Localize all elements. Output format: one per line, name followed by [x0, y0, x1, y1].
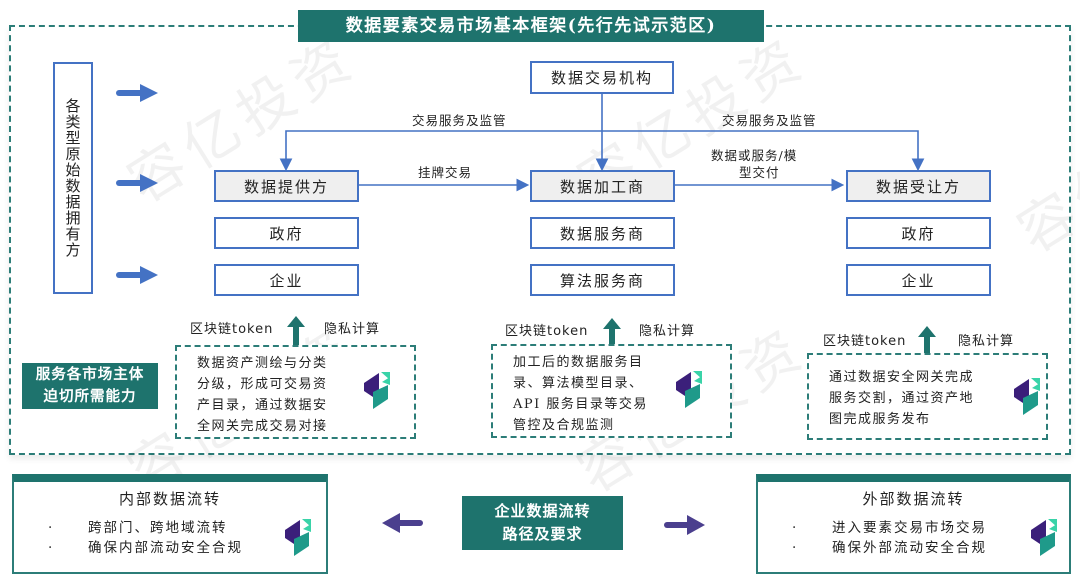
list-item: 跨部门、跨地域流转 — [48, 518, 243, 538]
provider-description: 数据资产测绘与分类 分级，形成可交易资 产目录，通过数据安 全网关完成交易对接 — [197, 353, 328, 437]
blockchain-token-label: 区块链token — [823, 334, 907, 349]
description-line: 录、算法模型目录、 — [513, 376, 644, 391]
arrow-right-icon — [116, 174, 158, 192]
data-recipient-header: 数据受让方 — [846, 170, 991, 202]
service-supervision-line — [285, 130, 919, 168]
internal-flow-title: 内部数据流转 — [118, 490, 221, 508]
column-item: 政府 — [846, 217, 991, 249]
capability-line2: 迫切所需能力 — [43, 388, 137, 405]
raw-data-owners-box: 各类型原始数据拥有方 — [53, 62, 93, 294]
privacy-computing-label: 隐私计算 — [324, 322, 381, 337]
data-processor-header: 数据加工商 — [530, 170, 675, 202]
capability-label: 服务各市场主体 迫切所需能力 — [22, 363, 158, 409]
arrow-right-icon — [664, 515, 705, 535]
column-item: 算法服务商 — [530, 264, 675, 296]
description-line: 全网关完成交易对接 — [197, 419, 328, 434]
column-header-label: 数据加工商 — [559, 177, 645, 196]
column-item-label: 企业 — [269, 271, 304, 290]
description-line: 加工后的数据服务目 — [513, 355, 644, 370]
blockchain-token-label: 区块链token — [505, 324, 589, 339]
raw-data-owners-label: 各类型原始数据拥有方 — [63, 98, 82, 258]
arrow-up-icon — [603, 318, 621, 348]
column-item: 企业 — [214, 264, 359, 296]
processor-description-box: 加工后的数据服务目 录、算法模型目录、 API 服务目录等交易 管控及合规监测 — [491, 344, 732, 438]
delivery-label-line1: 数据或服务/模 — [711, 148, 798, 163]
connector-lines — [279, 93, 925, 192]
description-line: 分级，形成可交易资 — [197, 377, 328, 392]
delivery-label-line2: 型交付 — [739, 165, 780, 180]
diagram-title: 数据要素交易市场基本框架(先行先试示范区) — [298, 10, 764, 42]
data-provider-header: 数据提供方 — [214, 170, 359, 202]
capability-line1: 服务各市场主体 — [35, 366, 145, 383]
column-header-label: 数据受让方 — [875, 177, 961, 196]
brand-logo-icon — [1031, 519, 1057, 556]
privacy-computing-label: 隐私计算 — [639, 324, 696, 339]
column-item-label: 政府 — [901, 224, 936, 243]
enterprise-data-flow-label: 企业数据流转 路径及要求 — [462, 496, 623, 550]
brand-logo-icon — [676, 371, 702, 408]
column-item-label: 算法服务商 — [559, 271, 645, 290]
description-line: 管控及合规监测 — [513, 418, 615, 433]
column-item-label: 企业 — [901, 271, 936, 290]
privacy-computing-label: 隐私计算 — [958, 334, 1015, 349]
column-item: 企业 — [846, 264, 991, 296]
center-label-line2: 路径及要求 — [502, 525, 583, 543]
recipient-description-box: 通过数据安全网关完成 服务交割，通过资产地 图完成服务发布 — [807, 353, 1048, 440]
description-line: 服务交割，通过资产地 — [829, 391, 975, 406]
arrow-right-icon — [116, 84, 158, 102]
internal-flow-box: 内部数据流转 跨部门、跨地域流转 确保内部流动安全合规 — [12, 474, 328, 574]
list-item: 确保外部流动安全合规 — [792, 538, 987, 558]
arrow-up-icon — [287, 316, 305, 346]
service-supervision-label-right: 交易服务及监管 — [722, 113, 817, 128]
brand-logo-icon — [285, 519, 311, 556]
external-flow-title: 外部数据流转 — [862, 490, 965, 508]
processor-description: 加工后的数据服务目 录、算法模型目录、 API 服务目录等交易 管控及合规监测 — [513, 352, 648, 436]
description-line: API 服务目录等交易 — [513, 397, 648, 412]
recipient-description: 通过数据安全网关完成 服务交割，通过资产地 图完成服务发布 — [829, 367, 974, 430]
brand-logo-icon — [364, 372, 390, 409]
brand-logo-icon — [1014, 378, 1040, 415]
external-flow-box: 外部数据流转 进入要素交易市场交易 确保外部流动安全合规 — [756, 474, 1071, 574]
column-item-label: 政府 — [269, 224, 304, 243]
description-line: 数据资产测绘与分类 — [197, 356, 328, 371]
column-header-label: 数据提供方 — [243, 177, 329, 196]
column-item: 政府 — [214, 217, 359, 249]
data-exchange-label: 数据交易机构 — [550, 69, 653, 87]
arrow-up-icon — [918, 326, 936, 356]
description-line: 图完成服务发布 — [829, 412, 931, 427]
service-supervision-label-left: 交易服务及监管 — [412, 113, 507, 128]
listing-label: 挂牌交易 — [418, 165, 473, 180]
column-item-label: 数据服务商 — [559, 224, 645, 243]
internal-flow-list: 跨部门、跨地域流转 确保内部流动安全合规 — [48, 518, 243, 558]
description-line: 产目录，通过数据安 — [197, 398, 328, 413]
data-exchange-box: 数据交易机构 — [530, 61, 674, 94]
list-item: 进入要素交易市场交易 — [792, 518, 987, 538]
description-line: 通过数据安全网关完成 — [829, 370, 975, 385]
list-item: 确保内部流动安全合规 — [48, 538, 243, 558]
arrow-right-icon — [116, 266, 158, 284]
external-flow-list: 进入要素交易市场交易 确保外部流动安全合规 — [792, 518, 987, 558]
center-label-line1: 企业数据流转 — [494, 502, 591, 520]
column-item: 数据服务商 — [530, 217, 675, 249]
provider-description-box: 数据资产测绘与分类 分级，形成可交易资 产目录，通过数据安 全网关完成交易对接 — [175, 345, 416, 439]
blockchain-token-label: 区块链token — [190, 322, 274, 337]
arrow-left-icon — [382, 513, 423, 533]
